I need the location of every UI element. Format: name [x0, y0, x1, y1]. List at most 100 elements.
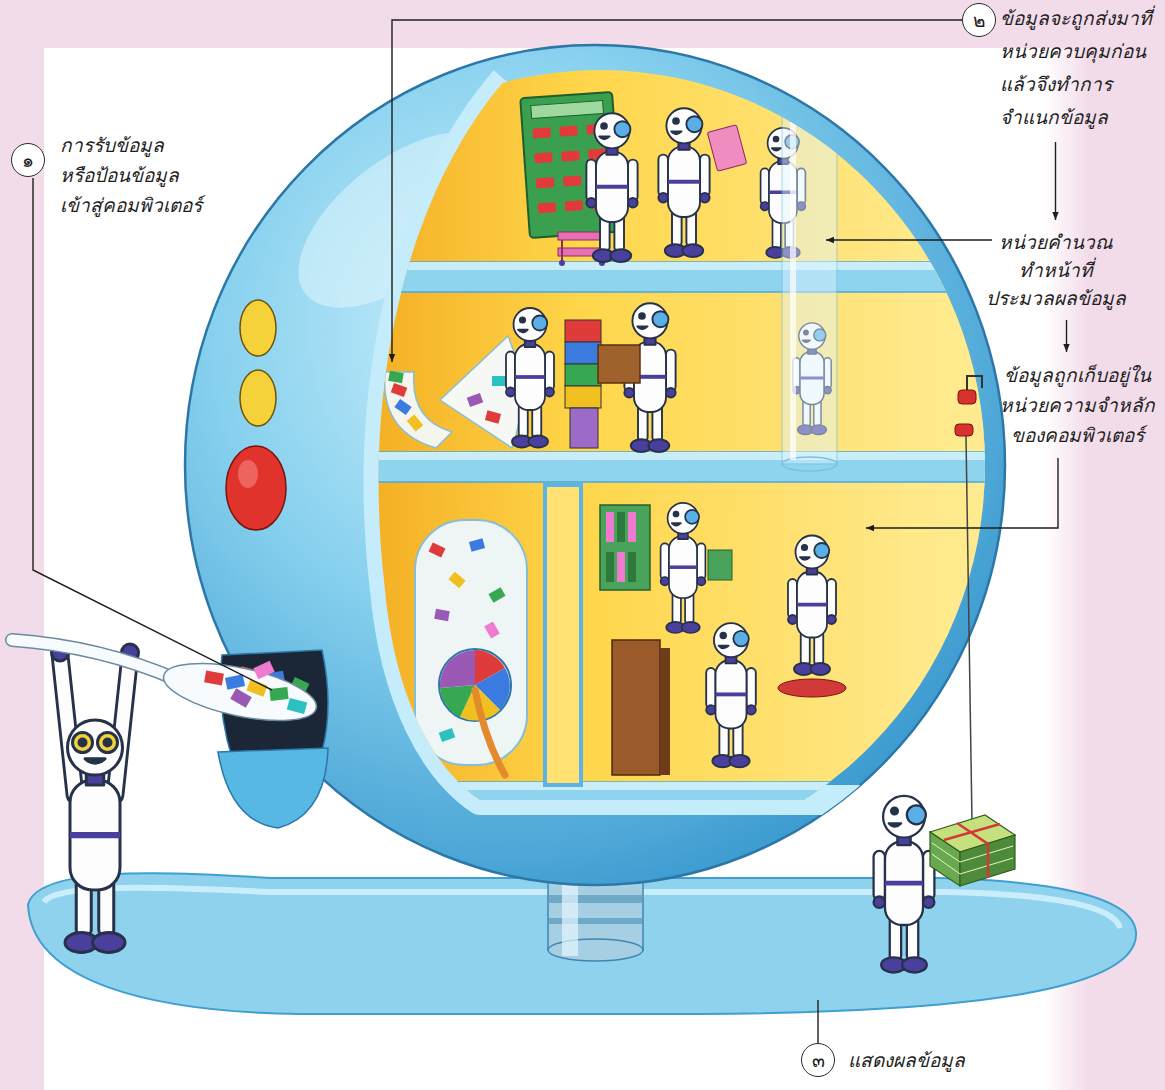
computer-face [240, 300, 276, 356]
leader-line [826, 239, 992, 240]
cutaway-interior [900, 20, 1000, 820]
sorting-shelf [565, 320, 601, 342]
leader-line [33, 20, 1058, 1043]
callout-circle: ๒ [962, 3, 996, 37]
calculator-board [532, 127, 551, 138]
computer-face [218, 748, 328, 828]
robot-output [874, 796, 935, 973]
leader-line [33, 178, 272, 690]
callout-number: ๒ [973, 10, 986, 30]
cutaway-interior [360, 20, 1100, 820]
floor-slab [360, 452, 1100, 460]
flow-step: ข้อมูลถูกเก็บอยู่ใน หน่วยความจำหลัก ของค… [990, 360, 1165, 450]
computer-face [238, 460, 258, 488]
glass-tube [782, 85, 837, 471]
card-chute [407, 414, 424, 431]
bottom-room-items [600, 505, 650, 590]
bottom-room-items [439, 649, 511, 721]
bottom-room-items [439, 728, 456, 742]
calculator-board [561, 150, 580, 161]
callout-text: การรับข้อมูล หรือป้อนข้อมูล เข้าสู่คอมพิ… [60, 130, 240, 220]
robot-feeder [52, 644, 139, 953]
sorting-shelf [565, 342, 601, 364]
input-spoon [269, 687, 288, 701]
bottom-room-items [545, 485, 581, 785]
calculator-board [534, 152, 553, 163]
calculator-board [565, 200, 584, 211]
computer-face [218, 300, 328, 828]
node-body: หน่วยคำนวณ ทำหน้าที่ ประมวลผลข้อมูล [968, 228, 1143, 312]
sorting-shelf [570, 408, 598, 448]
input-spoon [12, 640, 321, 732]
bottom-room-items [612, 640, 660, 775]
bottom-room-items [415, 485, 846, 785]
input-spoon [287, 698, 307, 714]
input-spoon [253, 661, 274, 679]
input-spoon [12, 640, 178, 680]
bottom-room-items [606, 552, 614, 582]
input-spoon [225, 674, 245, 689]
sorting-funnel [467, 393, 484, 407]
callout-circle: ๓ [801, 1043, 835, 1077]
green-book [708, 550, 732, 580]
callout: ๓ แสดงผลข้อมูล [801, 1043, 1008, 1077]
flow-arrow [1055, 142, 1056, 220]
input-spoon [12, 640, 178, 680]
card-chute [388, 371, 404, 383]
floor-slab [360, 782, 1100, 790]
robot [788, 536, 836, 676]
node-body: ข้อมูลถูกเก็บอยู่ใน หน่วยความจำหลัก ของค… [990, 360, 1165, 450]
bottom-room-items [660, 648, 670, 775]
bottom-room-items [778, 679, 846, 697]
robot [586, 113, 637, 262]
output-bundle [932, 843, 1013, 874]
output-bundle [930, 815, 1015, 886]
bottom-room-items [606, 512, 614, 542]
callout-text: แสดงผลข้อมูล [848, 1043, 1008, 1077]
glass-tube [782, 85, 837, 99]
floor-slab [360, 782, 1100, 812]
floor-slab [360, 262, 1100, 270]
flow-text: ข้อมูลถูกเก็บอยู่ใน หน่วยความจำหลัก ของค… [990, 360, 1165, 450]
crank-knob [955, 376, 982, 822]
card-chute [394, 399, 411, 415]
cutaway-interior [360, 20, 1100, 820]
calculator-board [538, 202, 557, 213]
cutaway-interior [360, 20, 1100, 820]
bottom-room-items [617, 552, 625, 582]
callout-text: ข้อมูลจะถูกส่งมาที่ หน่วยควบคุมก่อน แล้ว… [1000, 2, 1165, 134]
crank-knob [966, 436, 972, 822]
robot [706, 623, 756, 767]
calculator-board [563, 175, 582, 186]
sorting-funnel [485, 410, 501, 423]
crank-knob [955, 424, 973, 436]
leader-line [866, 458, 1058, 528]
card-chute [385, 371, 452, 448]
pink-cart [558, 232, 606, 240]
sorting-shelf [565, 364, 601, 386]
sorting-shelf [565, 320, 601, 448]
bottom-room-items [628, 552, 636, 582]
bottom-room-items [448, 572, 465, 589]
computer-face [226, 446, 286, 530]
card-chute [391, 383, 408, 397]
callout: ๑ การรับข้อมูล หรือป้อนข้อมูล เข้าสู่คอมพ… [11, 130, 240, 220]
bottom-room-items [484, 621, 500, 638]
data-box [598, 345, 640, 383]
callout-circle: ๑ [11, 143, 45, 177]
node-body: แสดงผลข้อมูล [848, 1043, 1008, 1077]
bottom-room-items [628, 512, 636, 542]
bottom-room-items [440, 650, 475, 688]
pink-cart [559, 260, 565, 266]
glass-tube [790, 96, 796, 460]
bottom-room-items [469, 538, 485, 551]
bottom-room-items [488, 587, 505, 603]
leader-line [392, 20, 962, 362]
node-body: ข้อมูลจะถูกส่งมาที่ หน่วยควบคุมก่อน แล้ว… [1000, 2, 1165, 134]
floor-slab [360, 262, 1100, 812]
calculator-board [531, 101, 604, 119]
